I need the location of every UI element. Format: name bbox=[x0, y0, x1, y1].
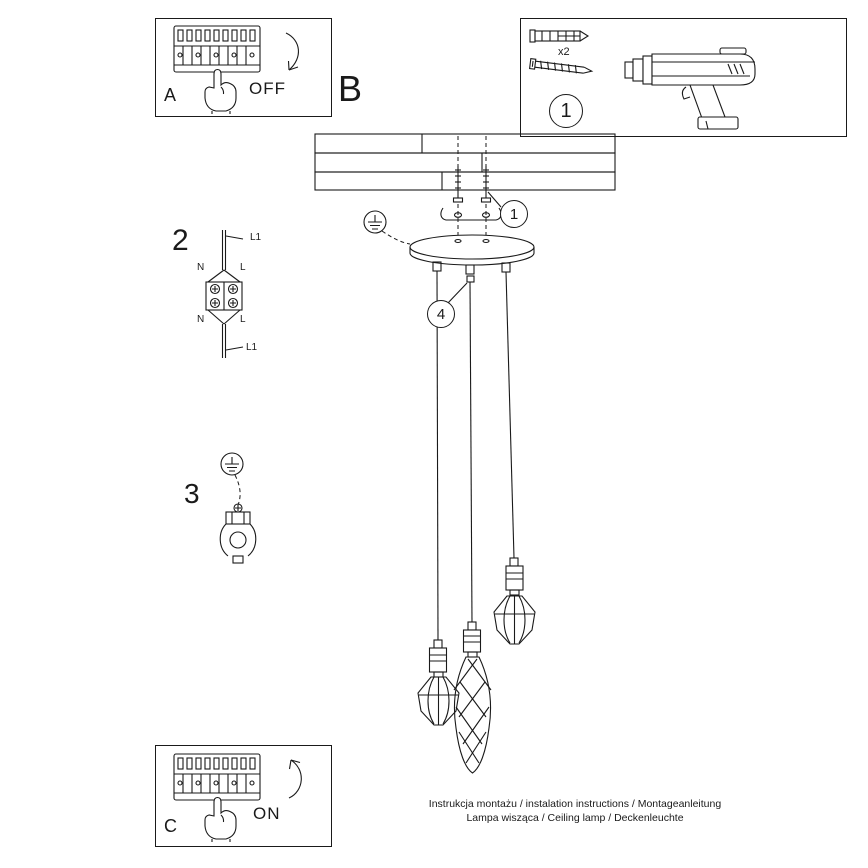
curved-arrow-icon bbox=[285, 32, 299, 71]
footer-text: Instrukcja montażu / instalation instruc… bbox=[380, 797, 770, 825]
ceiling-lamp-assembly-illustration bbox=[314, 133, 616, 774]
footer-line-2: Lampa wisząca / Ceiling lamp / Deckenleu… bbox=[466, 812, 684, 824]
cage-shade-left bbox=[417, 639, 460, 726]
mounting-screws bbox=[452, 136, 492, 240]
callout-4: 4 bbox=[427, 300, 455, 328]
cage-shade-right bbox=[493, 557, 536, 645]
screw-count-label: x2 bbox=[558, 46, 570, 58]
ground-symbol-icon bbox=[220, 452, 244, 476]
terminal-label-l-top: L bbox=[240, 262, 246, 273]
breaker-panel-icon bbox=[173, 753, 261, 801]
on-label: ON bbox=[253, 804, 281, 823]
wiring-step-number: 2 bbox=[172, 224, 189, 257]
step-letter-c: C bbox=[164, 816, 177, 836]
terminal-label-l1-top: L1 bbox=[250, 232, 262, 243]
callout-1: 1 bbox=[500, 200, 528, 228]
breaker-on-illustration bbox=[173, 753, 302, 842]
ground-symbol-icon bbox=[363, 210, 411, 245]
grounding-diagram bbox=[219, 452, 257, 564]
canopy bbox=[409, 234, 535, 305]
section-b-label: B bbox=[338, 68, 363, 109]
grounding-step-number: 3 bbox=[184, 478, 200, 509]
tool-step-number: 1 bbox=[549, 94, 583, 128]
step-letter-a: A bbox=[164, 85, 177, 105]
terminal-label-n-top: N bbox=[197, 262, 205, 273]
ceiling-planks bbox=[314, 133, 616, 191]
hand-icon bbox=[204, 68, 237, 114]
terminal-label-l1-bottom: L1 bbox=[246, 342, 258, 353]
hand-icon bbox=[204, 796, 237, 842]
wall-anchor-icon bbox=[529, 29, 590, 43]
breaker-off-illustration bbox=[173, 25, 299, 114]
pendant-cables bbox=[436, 270, 515, 641]
footer-line-1: Instrukcja montażu / instalation instruc… bbox=[428, 798, 722, 810]
breaker-panel-icon bbox=[173, 25, 261, 73]
terminal-label-n-bottom: N bbox=[197, 314, 205, 325]
screw-icon bbox=[528, 58, 594, 74]
cone-shade-middle bbox=[453, 621, 492, 774]
ground-clamp-icon bbox=[219, 503, 257, 564]
curved-arrow-icon bbox=[288, 759, 302, 799]
mounting-bracket bbox=[440, 191, 502, 221]
drill-icon bbox=[624, 47, 756, 130]
wiring-diagram bbox=[205, 230, 244, 358]
off-label: OFF bbox=[249, 79, 286, 98]
terminal-label-l-bottom: L bbox=[240, 314, 246, 325]
fixings-illustration bbox=[528, 29, 594, 74]
